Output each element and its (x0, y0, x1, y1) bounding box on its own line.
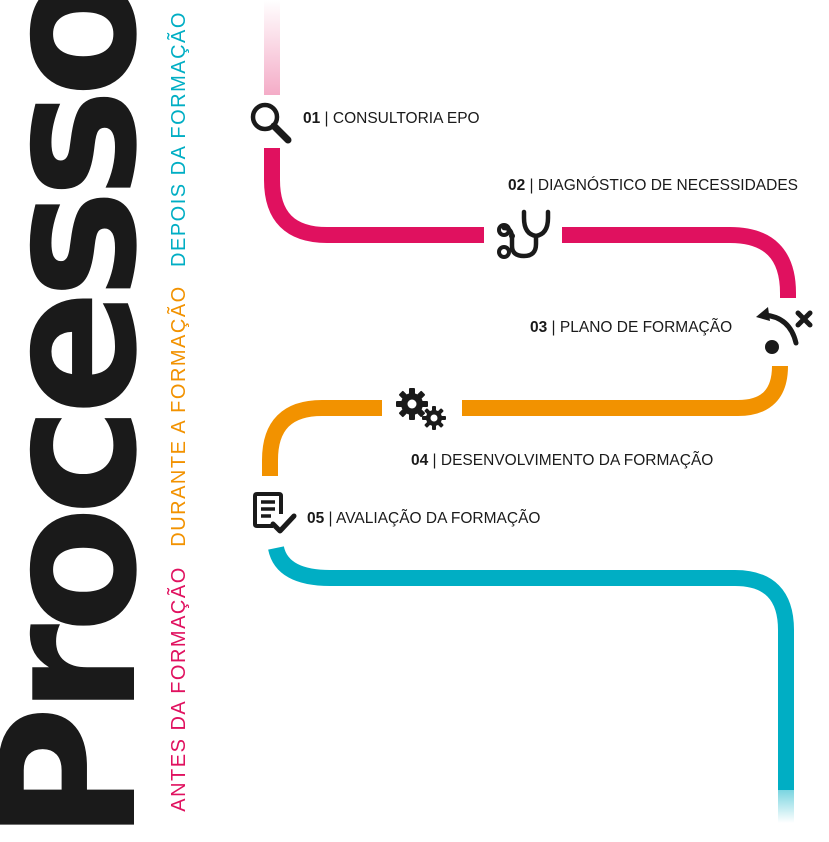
step-number: 01 (303, 110, 321, 127)
process-path (262, 0, 796, 823)
step-04-label: 04 | DESENVOLVIMENTO DA FORMAÇÃO (411, 453, 713, 469)
step-separator: | (324, 510, 337, 527)
path-segment-orange-2 (262, 400, 382, 476)
step-text: DIAGNÓSTICO DE NECESSIDADES (537, 177, 798, 194)
step-03-label: 03 | PLANO DE FORMAÇÃO (530, 320, 732, 336)
step-01-label: 01 | CONSULTORIA EPO (303, 111, 480, 127)
step-text: AVALIAÇÃO DA FORMAÇÃO (336, 510, 541, 527)
stethoscope-icon (497, 209, 551, 259)
step-separator: | (320, 110, 333, 127)
step-02-label: 02 | DIAGNÓSTICO DE NECESSIDADES (508, 178, 798, 194)
step-separator: | (525, 177, 538, 194)
gears-icon (396, 388, 446, 430)
step-number: 05 (307, 510, 325, 527)
strategy-play-icon (756, 307, 813, 354)
checklist-icon (253, 492, 297, 534)
step-separator: | (547, 319, 560, 336)
step-text: CONSULTORIA EPO (332, 110, 480, 127)
path-segment-magenta-1 (264, 148, 484, 243)
magnifier-icon (250, 102, 292, 144)
step-number: 02 (508, 177, 526, 194)
path-fade-bottom (778, 760, 794, 823)
step-text: DESENVOLVIMENTO DA FORMAÇÃO (440, 452, 714, 469)
step-text: PLANO DE FORMAÇÃO (559, 319, 733, 336)
path-segment-orange-1 (462, 365, 788, 416)
path-segment-teal (268, 545, 794, 790)
step-number: 03 (530, 319, 548, 336)
path-segment-magenta-2 (562, 227, 796, 298)
step-number: 04 (411, 452, 429, 469)
step-05-label: 05 | AVALIAÇÃO DA FORMAÇÃO (307, 511, 540, 527)
path-fade-top (264, 0, 280, 95)
step-separator: | (428, 452, 441, 469)
